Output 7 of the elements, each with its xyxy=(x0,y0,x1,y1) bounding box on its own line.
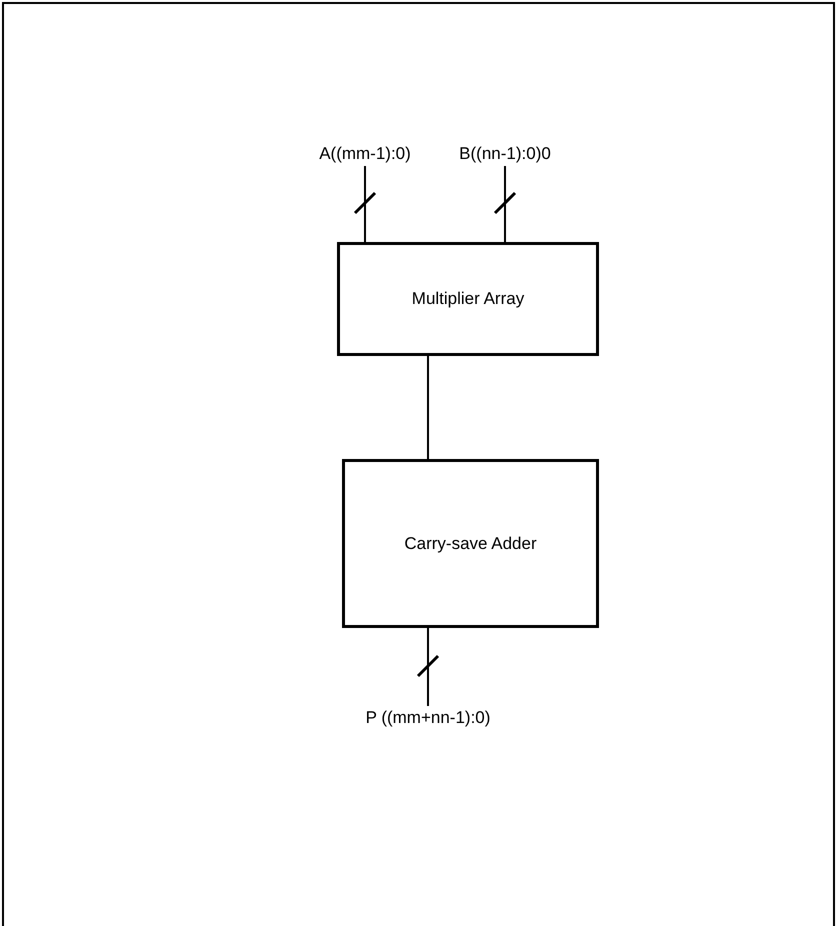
signal-label: P ((mm+nn-1):0) xyxy=(318,706,538,730)
connector-line xyxy=(364,166,366,242)
block-box: Multiplier Array xyxy=(337,242,599,356)
connector-line xyxy=(427,356,429,459)
connector-line xyxy=(427,628,429,706)
connector-line xyxy=(504,166,506,242)
block-box: Carry-save Adder xyxy=(342,459,599,628)
